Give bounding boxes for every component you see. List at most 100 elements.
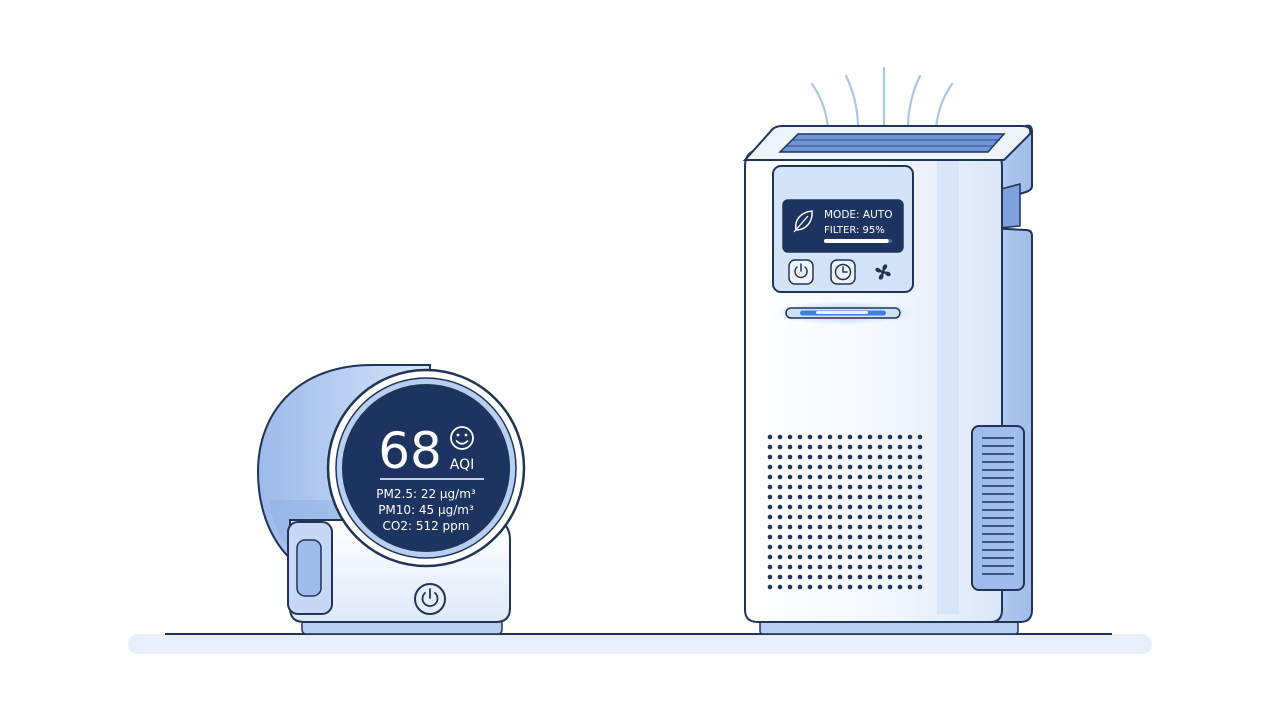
grille-hole [777,484,783,490]
grille-hole [807,494,813,500]
grille-hole [817,474,823,480]
top-vent-grille [778,133,1006,153]
purifier-power-button[interactable] [788,259,814,285]
grille-hole [817,504,823,510]
grille-hole [897,494,903,500]
purifier-timer-button[interactable] [830,259,856,285]
grille-hole [807,584,813,590]
grille-hole [767,464,773,470]
grille-hole [887,434,893,440]
grille-hole [837,524,843,530]
grille-hole [787,524,793,530]
grille-hole [887,554,893,560]
grille-hole [877,564,883,570]
grille-hole [877,434,883,440]
grille-hole [827,544,833,550]
grille-hole [817,464,823,470]
grille-hole [767,434,773,440]
filter-text: FILTER: 95% [824,225,885,236]
grille-hole [767,564,773,570]
grille-hole [897,524,903,530]
grille-hole [897,574,903,580]
clock-icon [834,263,852,281]
grille-hole [797,534,803,540]
grille-hole [897,474,903,480]
grille-hole [907,474,913,480]
grille-hole [917,574,923,580]
grille-hole [907,524,913,530]
grille-hole [787,434,793,440]
grille-hole [767,504,773,510]
grille-hole [817,574,823,580]
grille-hole [807,484,813,490]
grille-hole [797,454,803,460]
grille-hole [817,444,823,450]
grille-hole [787,584,793,590]
grille-hole [797,434,803,440]
aqi-label: AQI [450,457,474,473]
grille-hole [857,544,863,550]
grille-hole [907,584,913,590]
grille-hole [817,544,823,550]
grille-hole [777,494,783,500]
grille-hole [777,564,783,570]
grille-hole [917,444,923,450]
grille-hole [897,534,903,540]
grille-hole [767,544,773,550]
grille-hole [807,514,813,520]
grille-hole [867,454,873,460]
grille-hole [777,434,783,440]
filter-level-fill [824,239,889,243]
grille-hole [847,504,853,510]
grille-hole [887,574,893,580]
grille-hole [767,454,773,460]
grille-hole [917,554,923,560]
power-icon [421,588,439,607]
grille-hole [837,484,843,490]
grille-hole [867,434,873,440]
grille-hole [857,504,863,510]
grille-hole [837,564,843,570]
grille-hole [887,494,893,500]
grille-hole [827,504,833,510]
grille-hole [787,494,793,500]
grille-hole [787,554,793,560]
grille-hole [797,554,803,560]
grille-hole [887,564,893,570]
grille-hole [907,504,913,510]
monitor-power-button[interactable] [414,583,446,615]
indicator-light [773,301,913,325]
grille-hole [807,434,813,440]
grille-hole [877,584,883,590]
grille-hole [917,464,923,470]
grille-hole [867,514,873,520]
grille-hole [877,444,883,450]
grille-hole [877,504,883,510]
grille-hole [837,584,843,590]
grille-hole [827,444,833,450]
grille-hole [817,454,823,460]
grille-hole [877,474,883,480]
grille-hole [907,454,913,460]
grille-hole [867,444,873,450]
mode-text: MODE: AUTO [824,209,892,221]
grille-hole [777,554,783,560]
grille-hole [807,504,813,510]
floor [128,633,1152,654]
grille-hole [917,434,923,440]
grille-hole [847,494,853,500]
grille-hole [787,544,793,550]
grille-hole [767,524,773,530]
grille-hole [797,514,803,520]
grille-hole [847,454,853,460]
grille-hole [797,574,803,580]
aqi-value: 68 [378,422,442,480]
grille-hole [857,564,863,570]
grille-hole [777,464,783,470]
grille-hole [917,454,923,460]
grille-hole [867,544,873,550]
grille-hole [807,574,813,580]
purifier-fan-button[interactable] [875,264,891,280]
grille-hole [787,454,793,460]
